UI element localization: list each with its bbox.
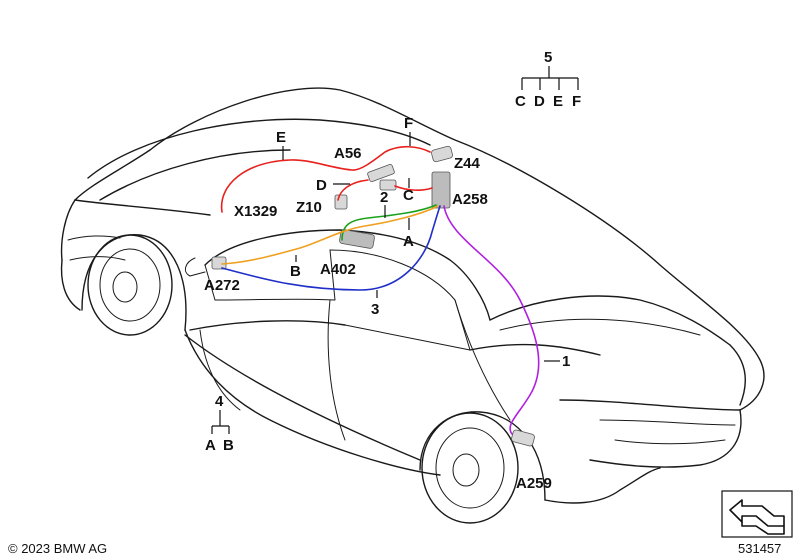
label-3: 3 xyxy=(371,301,379,318)
label-f: F xyxy=(404,115,413,132)
components xyxy=(211,145,535,447)
leader-lines xyxy=(211,66,579,434)
diagram-id: 531457 xyxy=(738,541,781,556)
label-a259: A259 xyxy=(516,475,552,492)
label-a258: A258 xyxy=(452,191,488,208)
wire-purple xyxy=(443,205,540,435)
a56-module xyxy=(367,164,395,182)
label-d: D xyxy=(316,177,327,194)
legend-5-letter-c: C xyxy=(515,93,526,110)
legend-5-letter-d: D xyxy=(534,93,545,110)
label-a: A xyxy=(403,233,414,250)
z44-connector xyxy=(431,145,453,163)
copyright-text: © 2023 BMW AG xyxy=(8,541,107,556)
wires xyxy=(220,145,540,435)
label-1: 1 xyxy=(562,353,570,370)
label-x1329: X1329 xyxy=(234,203,277,220)
wire-red-c xyxy=(394,185,433,191)
a402-module xyxy=(339,229,375,249)
legend-4-number: 4 xyxy=(215,393,224,410)
label-b: B xyxy=(290,263,301,280)
car-outline xyxy=(60,87,765,524)
wire-orange xyxy=(221,205,439,265)
view-arrow-icon xyxy=(721,490,793,538)
a259-connector xyxy=(511,429,535,447)
labels: E F A56 Z44 D C A258 X1329 Z10 2 A A402 … xyxy=(8,49,781,556)
legend-5-number: 5 xyxy=(544,49,552,66)
a272-connector xyxy=(211,256,227,270)
wire-green xyxy=(341,204,437,241)
legend-4-letter-b: B xyxy=(223,437,234,454)
connector-c xyxy=(379,179,397,191)
legend-4-letter-a: A xyxy=(205,437,216,454)
wire-red-d xyxy=(337,179,369,201)
wire-blue xyxy=(221,205,441,291)
label-a56: A56 xyxy=(334,145,362,162)
label-2: 2 xyxy=(380,189,388,206)
legend-5-letter-f: F xyxy=(572,93,581,110)
label-a402: A402 xyxy=(320,261,356,278)
label-e: E xyxy=(276,129,286,146)
label-z44: Z44 xyxy=(454,155,481,172)
legend-5-letter-e: E xyxy=(553,93,563,110)
z10-connector xyxy=(334,194,348,210)
label-z10: Z10 xyxy=(296,199,322,216)
wire-red-e xyxy=(220,145,431,213)
a258-module xyxy=(431,171,451,209)
label-a272: A272 xyxy=(204,277,240,294)
label-c: C xyxy=(403,187,414,204)
